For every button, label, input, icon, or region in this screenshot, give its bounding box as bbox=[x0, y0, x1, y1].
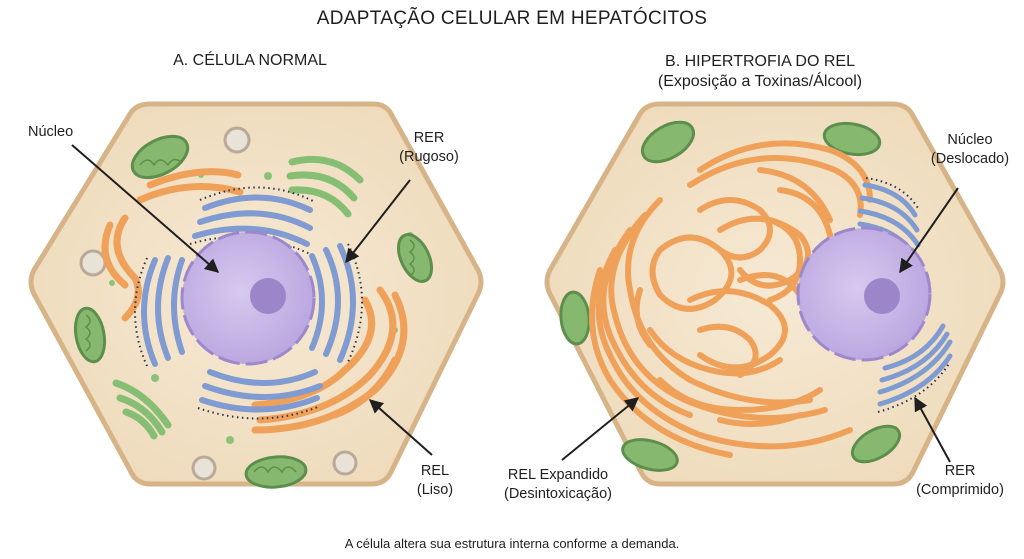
panel-b-title-main: B. HIPERTROFIA DO REL bbox=[665, 53, 855, 70]
label-sel-b: REL Expandido (Desintoxicação) bbox=[493, 466, 623, 504]
label-sel-b-main: REL Expandido bbox=[507, 467, 609, 483]
label-nucleus-b: Núcleo (Deslocado) bbox=[920, 131, 1020, 169]
label-rer-b-main: RER bbox=[944, 463, 976, 479]
label-sel-a-sub: (Liso) bbox=[416, 482, 454, 498]
arrow-sel-b bbox=[561, 397, 640, 461]
nucleus bbox=[180, 230, 316, 366]
arrow-nucleus-a bbox=[71, 144, 220, 273]
label-rer-a-sub: (Rugoso) bbox=[399, 149, 459, 165]
nucleolus-b bbox=[864, 278, 900, 314]
label-rer-a-main: RER bbox=[413, 130, 445, 146]
label-nucleus-b-main: Núcleo bbox=[947, 132, 993, 148]
mitochondria-b bbox=[559, 120, 902, 472]
nucleus-b bbox=[796, 226, 932, 362]
smooth-er bbox=[101, 168, 408, 434]
label-rer-b: RER (Comprimido) bbox=[905, 462, 1015, 500]
arrow-sel-a bbox=[368, 399, 433, 456]
vesicles bbox=[79, 126, 358, 481]
normal-cell bbox=[28, 101, 484, 489]
label-rer-a: RER (Rugoso) bbox=[384, 129, 474, 167]
label-nucleus-b-sub: (Deslocado) bbox=[930, 151, 1010, 167]
pointer-arrows bbox=[71, 144, 959, 463]
smooth-er-expanded bbox=[589, 140, 873, 458]
label-sel-a-main: REL bbox=[420, 463, 450, 479]
arrow-rer-b bbox=[914, 396, 951, 463]
golgi-apparatus bbox=[112, 155, 364, 440]
cristae bbox=[84, 158, 415, 474]
caption: A célula altera sua estrutura interna co… bbox=[344, 536, 680, 551]
arrow-rer-a bbox=[345, 179, 411, 264]
rough-er bbox=[141, 194, 356, 413]
panel-b-title: B. HIPERTROFIA DO REL (Exposição a Toxin… bbox=[560, 52, 960, 92]
panel-a-title: A. CÉLULA NORMAL bbox=[173, 52, 327, 69]
arrow-nucleus-b bbox=[899, 187, 959, 274]
nucleolus bbox=[250, 278, 286, 314]
label-rer-b-sub: (Comprimido) bbox=[916, 482, 1004, 498]
hypertrophic-cell bbox=[544, 101, 1006, 487]
label-nucleus-a: Núcleo bbox=[28, 124, 74, 140]
ribosomes-b bbox=[865, 177, 951, 413]
panel-b-subtitle: (Exposição a Toxinas/Álcool) bbox=[657, 73, 863, 90]
label-sel-a: REL (Liso) bbox=[400, 462, 470, 500]
label-sel-b-sub: (Desintoxicação) bbox=[504, 486, 612, 502]
main-title: ADAPTAÇÃO CELULAR EM HEPATÓCITOS bbox=[316, 8, 708, 29]
